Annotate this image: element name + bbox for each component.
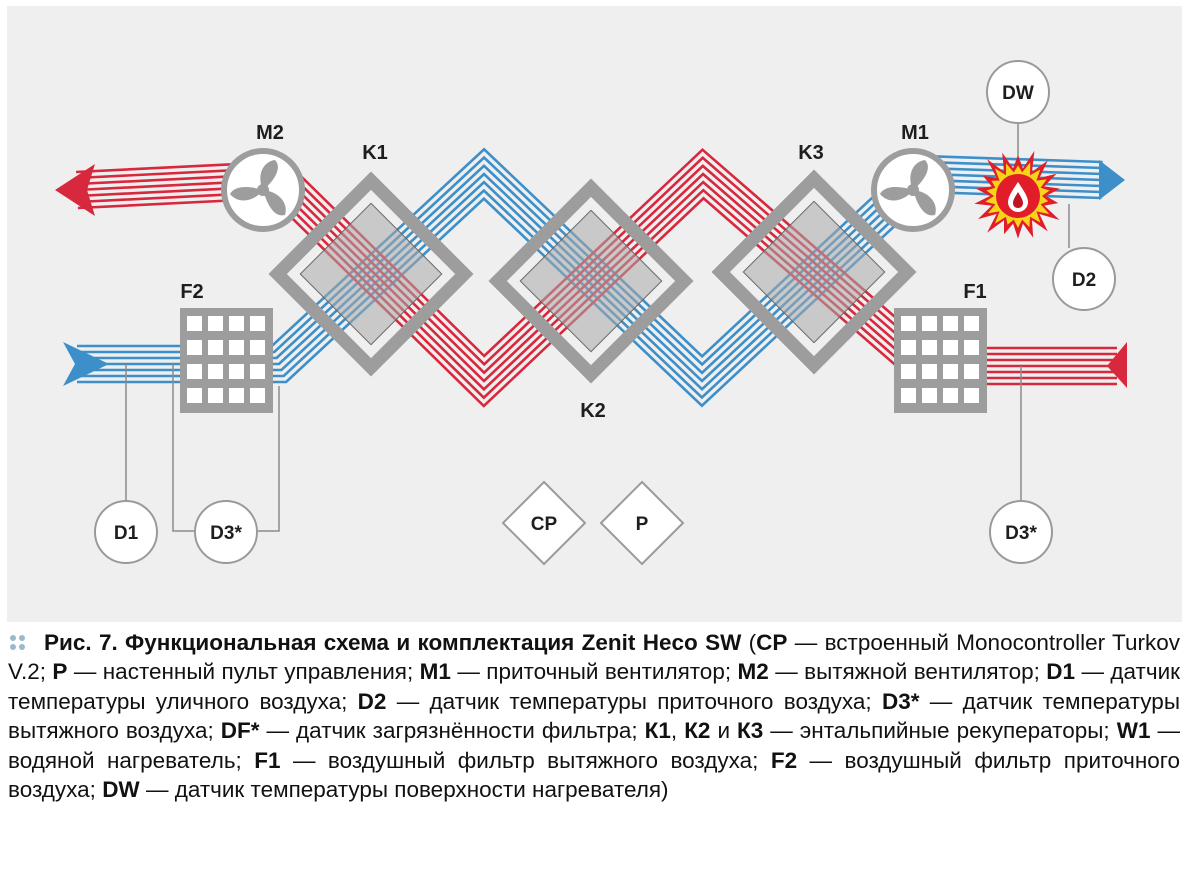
caption-term: CP: [756, 630, 788, 655]
caption-text: — настенный пульт управления;: [67, 659, 420, 685]
caption-text: — вытяжной вентилятор;: [768, 659, 1047, 685]
caption-text: — датчик температуры вытяжного воздуха;: [8, 688, 1180, 744]
svg-text:D2: D2: [1072, 270, 1096, 291]
caption-text: — приточный вентилятор;: [450, 659, 738, 685]
label-k3: K3: [798, 142, 824, 164]
controller-cp: CP: [501, 480, 587, 566]
caption-term: D2: [357, 688, 387, 714]
svg-text:CP: CP: [531, 514, 558, 535]
caption-term: F1: [254, 747, 281, 773]
caption-text: — энтальпийные рекуператоры;: [763, 718, 1117, 744]
caption-term: К1: [644, 718, 671, 744]
bullet-dots-icon: [8, 633, 34, 651]
recuperator-k3: [711, 169, 917, 375]
filter-grid-icon: [894, 308, 987, 413]
caption-text: — датчик загрязнённости фильтра;: [259, 718, 645, 744]
label-m2: M2: [256, 122, 284, 144]
svg-text:D1: D1: [114, 523, 139, 544]
supply-inlet-arrow: [63, 342, 109, 386]
caption-term: D3*: [881, 688, 920, 714]
exhaust-inlet-arrow: [1107, 342, 1127, 388]
caption-body: (CP — встроенный Monocontroller Turkov V…: [8, 630, 1180, 802]
caption-text: — датчик температуры приточного воздуха;: [386, 688, 882, 714]
water-drop-icon: [1008, 182, 1028, 212]
fan-icon: [871, 148, 955, 232]
svg-text:P: P: [636, 514, 649, 535]
caption-term: M2: [737, 659, 769, 685]
label-k1: K1: [362, 142, 388, 164]
exhaust-outlet-arrow: [55, 164, 95, 216]
caption-text: — водяной нагреватель;: [8, 718, 1180, 773]
caption-text: ,: [670, 718, 685, 744]
sensor-dw: DW: [986, 60, 1050, 124]
supply-outlet-arrow: [1099, 160, 1125, 200]
caption-term: F2: [770, 747, 798, 773]
caption-text: — датчик температуры уличного воздуха;: [8, 659, 1180, 714]
caption-text: — датчик температуры поверхности нагрева…: [139, 777, 669, 803]
caption-text: (: [741, 630, 757, 655]
sensor-d3-right: D3*: [989, 500, 1053, 564]
fan-icon: [221, 148, 305, 232]
caption-term: M1: [419, 659, 451, 685]
svg-text:D3*: D3*: [1005, 523, 1037, 544]
heater-flame-icon: [974, 150, 1060, 239]
svg-text:DW: DW: [1002, 83, 1034, 104]
sensor-d1: D1: [94, 500, 158, 564]
svg-text:D3*: D3*: [210, 523, 242, 544]
sensor-d3-left: D3*: [194, 500, 258, 564]
caption-term: W1: [1116, 718, 1151, 744]
caption-text: — воздушный фильтр приточного воздуха;: [8, 747, 1180, 803]
recuperator-k1: [268, 171, 474, 377]
caption-term: DW: [102, 777, 140, 803]
figure-caption: Рис. 7. Функциональная схема и комплекта…: [8, 628, 1180, 804]
caption-term: P: [52, 659, 68, 685]
caption-term: DF*: [220, 718, 260, 744]
caption-term: К3: [737, 718, 764, 744]
sensor-d2: D2: [1052, 247, 1116, 311]
filter-grid-icon: [180, 308, 273, 413]
caption-term: D1: [1046, 659, 1076, 685]
control-panel-p: P: [599, 480, 685, 566]
functional-diagram: DW D2 D1 D3* D3* CP P M2 K1 K3 M1 F2 F1 …: [7, 6, 1182, 622]
label-k2: K2: [580, 400, 606, 422]
label-f1: F1: [963, 281, 986, 303]
label-f2: F2: [180, 281, 203, 303]
recuperator-k2: [488, 178, 694, 384]
caption-term: К2: [684, 718, 711, 744]
caption-text: — встроенный Monocontroller Turkov V.2;: [8, 630, 1180, 685]
caption-title: Рис. 7. Функциональная схема и комплекта…: [44, 630, 742, 655]
label-m1: M1: [901, 122, 929, 144]
caption-text: — воздушный фильтр вытяжного воздуха;: [280, 747, 771, 773]
caption-text: и: [710, 718, 738, 744]
